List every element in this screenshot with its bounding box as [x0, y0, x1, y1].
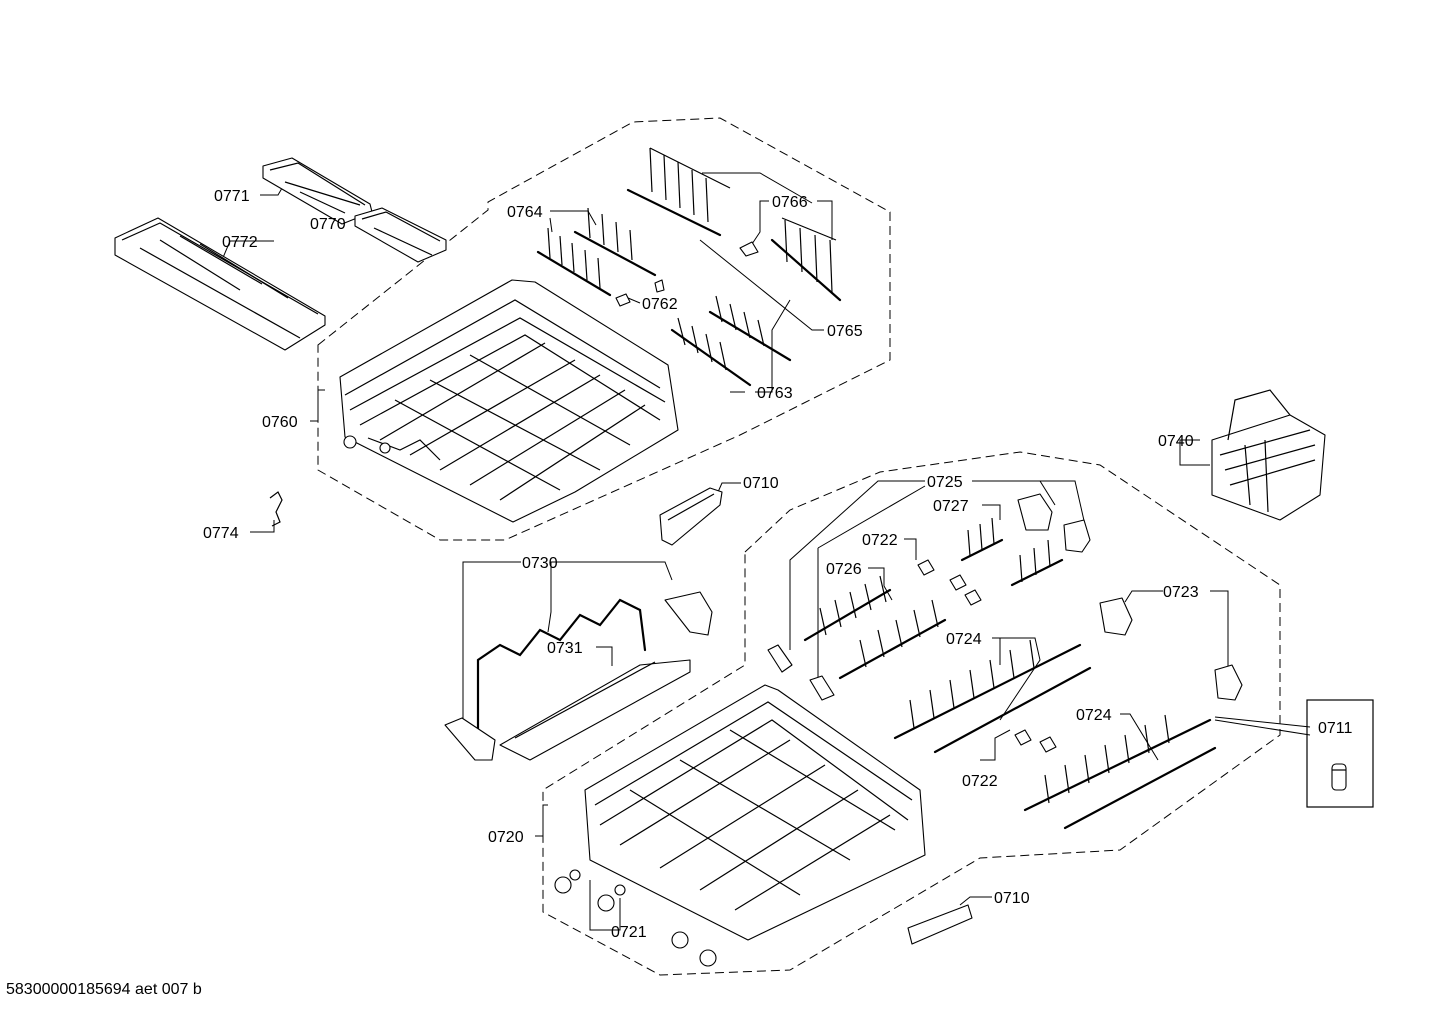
label-0723: 0723 — [1163, 584, 1199, 601]
label-0722-upper: 0722 — [862, 532, 898, 549]
label-0771: 0771 — [214, 188, 250, 205]
part-0710-handle-lower — [907, 904, 973, 945]
part-0774-hook — [269, 491, 283, 527]
label-0724-lower: 0724 — [1076, 707, 1112, 724]
part-0730-0731-rack — [444, 591, 713, 761]
part-0727-tine-rows — [960, 517, 1064, 587]
label-0762: 0762 — [642, 296, 678, 313]
label-0763: 0763 — [757, 385, 793, 402]
label-0740: 0740 — [1158, 433, 1194, 450]
label-0730: 0730 — [522, 555, 558, 572]
label-0760: 0760 — [262, 414, 298, 431]
part-0721-wheels — [554, 869, 717, 967]
label-0721: 0721 — [611, 924, 647, 941]
label-0764: 0764 — [507, 204, 543, 221]
label-0724-upper: 0724 — [946, 631, 982, 648]
part-0722-clips — [917, 559, 1057, 753]
label-0731: 0731 — [547, 640, 583, 657]
part-0763-rack-row — [670, 295, 792, 387]
label-0710-upper: 0710 — [743, 475, 779, 492]
label-0765: 0765 — [827, 323, 863, 340]
label-0727: 0727 — [933, 498, 969, 515]
part-0726-tine-rows — [767, 575, 947, 701]
document-id-footer: 58300000185694 aet 007 b — [6, 981, 202, 998]
label-0774: 0774 — [203, 525, 239, 542]
upper-basket-group-outline — [317, 117, 891, 541]
label-0720: 0720 — [488, 829, 524, 846]
lower-basket-group-outline — [542, 451, 1281, 976]
part-0770-cup-rack — [354, 207, 447, 263]
part-0772-cutlery-tray — [114, 217, 326, 351]
part-0710-handle-upper — [659, 487, 723, 546]
part-0740-cutlery-basket — [1211, 389, 1326, 521]
label-0722-lower: 0722 — [962, 773, 998, 790]
part-0711-cap — [1331, 763, 1347, 791]
label-0725: 0725 — [927, 474, 963, 491]
part-0720-lower-basket — [584, 684, 926, 941]
leader-lines — [221, 172, 1311, 931]
part-0723-holders — [1099, 597, 1243, 701]
label-0766: 0766 — [772, 194, 808, 211]
part-0725-holders — [1017, 493, 1091, 553]
part-0760-upper-basket — [339, 279, 679, 523]
part-0766-rack-rows — [626, 147, 842, 302]
callout-labels: 0771 0772 0770 0764 0766 0762 0765 0763 … — [203, 188, 1353, 941]
part-0762-clip — [615, 279, 665, 307]
part-0724-tine-rows — [893, 639, 1217, 830]
part-0764-tine-row — [536, 207, 657, 297]
label-0711: 0711 — [1318, 720, 1353, 737]
part-0771-cup-rack — [262, 157, 373, 225]
part-0711-box — [1306, 699, 1374, 808]
label-0726: 0726 — [826, 561, 862, 578]
label-0772: 0772 — [222, 234, 258, 251]
label-0710-lower: 0710 — [994, 890, 1030, 907]
label-0770: 0770 — [310, 216, 346, 233]
